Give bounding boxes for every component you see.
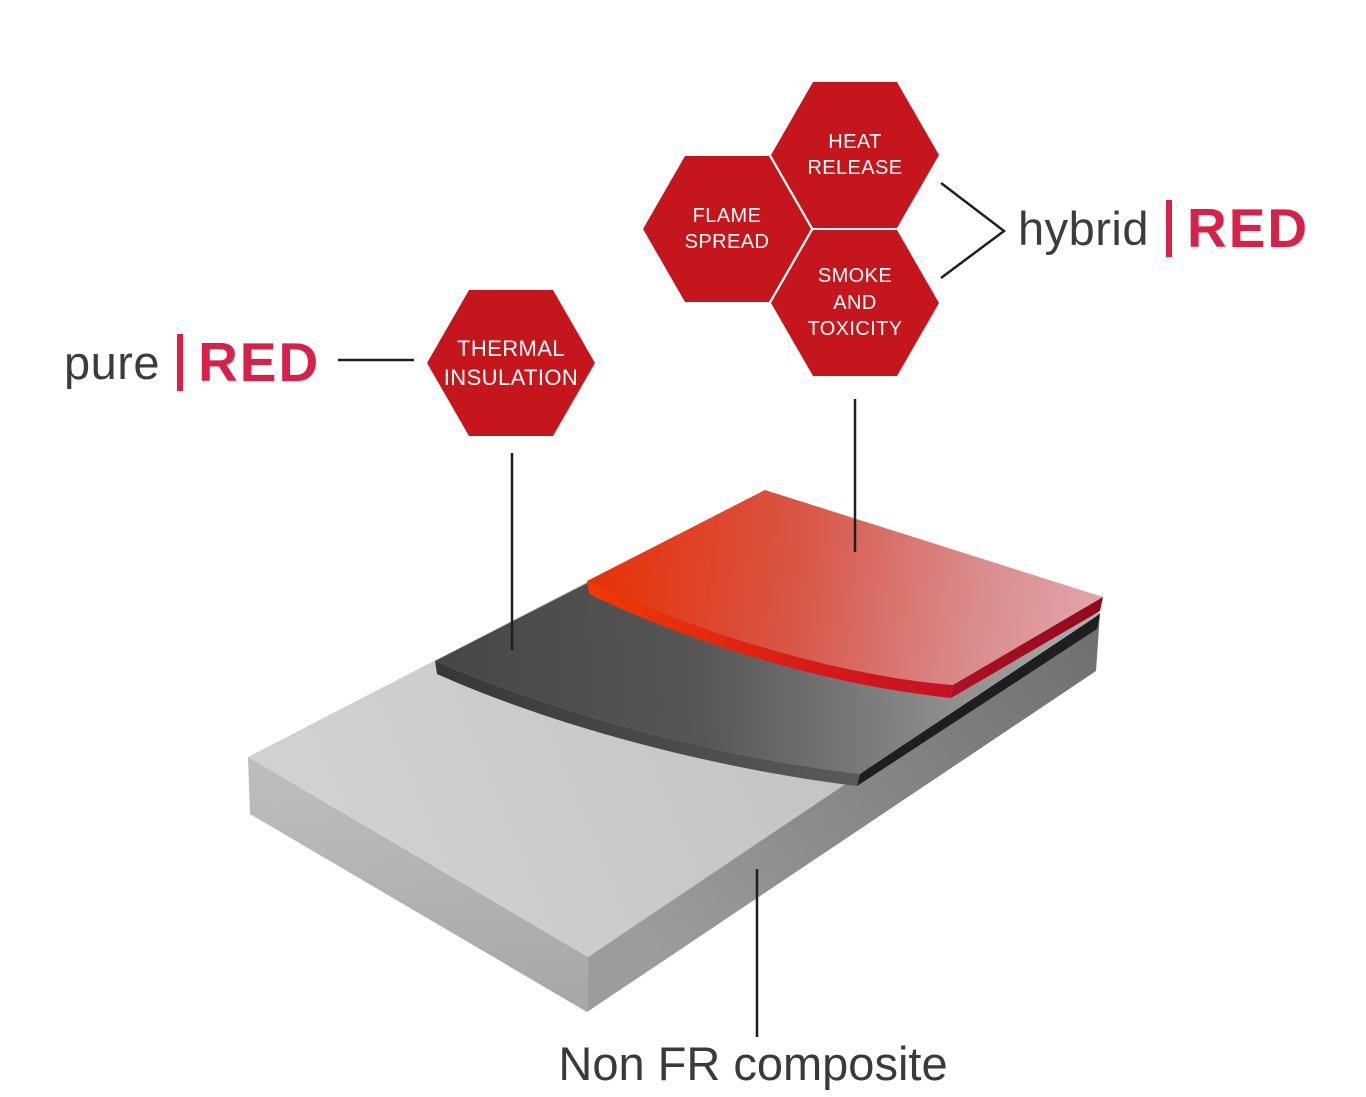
insulation-layer-front-edge xyxy=(435,661,860,786)
base-layer-left-side-face xyxy=(248,757,588,1012)
base-layer-caption: Non FR composite xyxy=(558,1037,948,1090)
hybrid-red-name: RED xyxy=(1187,197,1310,259)
hexagon-thermal-line: INSULATION xyxy=(443,365,579,390)
hexagon-thermal-insulation: THERMAL INSULATION xyxy=(427,290,595,436)
fr-surface-layer-top-face xyxy=(587,490,1103,685)
hybrid-bracket xyxy=(940,182,1007,280)
hybrid-red-label: hybrid RED xyxy=(1018,196,1309,260)
insulation-layer-right-edge xyxy=(857,614,1100,786)
hexagon-heat-release-line: RELEASE xyxy=(807,157,903,179)
hexagon-smoke-line: AND xyxy=(833,291,877,314)
pure-red-name: RED xyxy=(198,331,321,393)
hexagon-heat-release-line: HEAT xyxy=(828,130,882,153)
hexagon-thermal-line: THERMAL xyxy=(457,335,565,361)
fr-surface-layer-right-edge xyxy=(951,597,1103,698)
pure-red-label: pure RED xyxy=(64,330,320,394)
hybrid-red-prefix: hybrid xyxy=(1018,201,1150,255)
hexagon-smoke-line: SMOKE xyxy=(817,265,893,288)
hexagon-flame-spread-line: FLAME xyxy=(692,204,762,227)
hexagon-smoke-line: TOXICITY xyxy=(807,318,903,341)
fr-surface-layer-front-edge xyxy=(587,581,953,698)
pure-red-prefix: pure xyxy=(64,335,161,389)
base-layer-right-side-face xyxy=(587,613,1100,1012)
hexagon-flame-spread-line: SPREAD xyxy=(684,231,770,253)
hexagon-smoke-and-toxicity: SMOKE AND TOXICITY xyxy=(771,230,939,376)
pure-red-divider xyxy=(177,333,184,391)
hybrid-red-divider xyxy=(1166,199,1173,257)
